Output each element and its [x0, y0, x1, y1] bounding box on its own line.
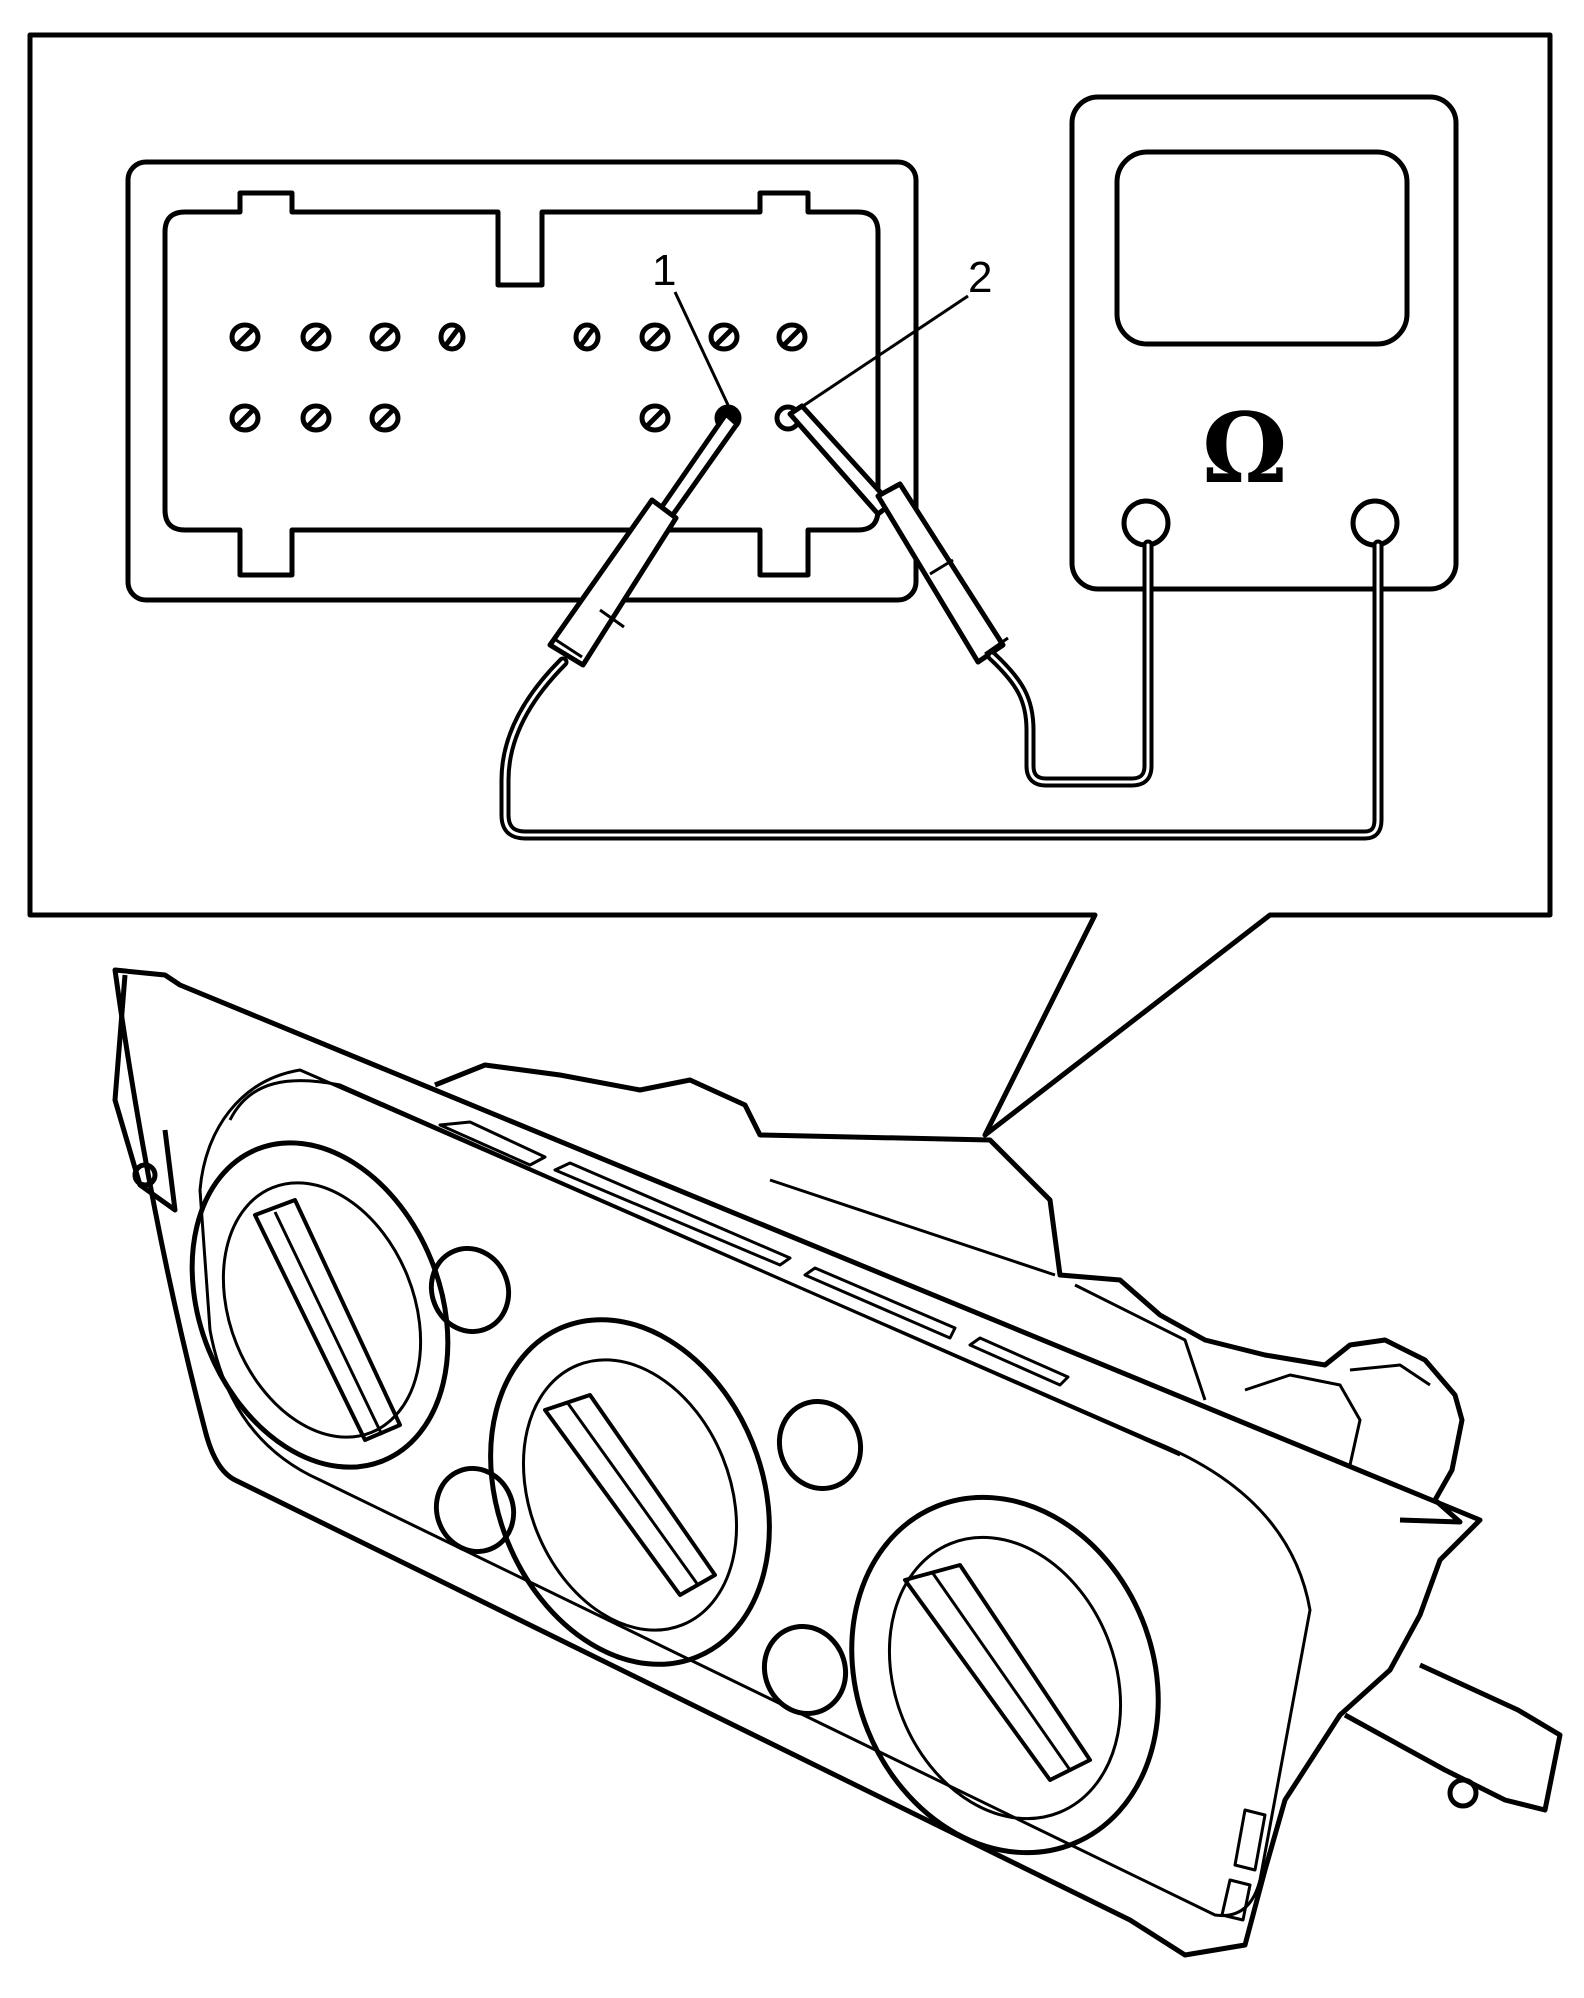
meter-display	[1114, 149, 1410, 347]
module-rear-housing	[434, 1062, 1465, 1525]
dial-right	[849, 1494, 1161, 1856]
rotary-knob-icon	[903, 1563, 1092, 1782]
dial-center	[488, 1317, 772, 1667]
module-right-bracket	[1343, 1662, 1563, 1813]
test-probe-right	[787, 403, 1009, 665]
pin-cavity	[438, 322, 466, 352]
module-front-bezel	[112, 967, 1483, 1958]
callout-label-2: 2	[968, 253, 992, 302]
callout-frame	[27, 32, 1553, 1138]
rotary-knob-icon	[543, 1393, 717, 1597]
round-button	[428, 1246, 512, 1334]
dial-left	[189, 1140, 451, 1470]
pin-cavity	[369, 403, 401, 433]
test-probe-left	[547, 411, 740, 668]
round-button	[776, 1399, 864, 1491]
test-leads-inner	[503, 543, 1380, 837]
module-left-bracket	[112, 974, 178, 1213]
ohm-symbol: Ω	[1202, 392, 1287, 505]
pin-cavity	[776, 322, 808, 352]
pin-cavity	[300, 322, 332, 352]
ohmmeter	[1069, 94, 1459, 592]
pin-cavity	[639, 403, 671, 433]
callout-leaders	[673, 291, 969, 410]
pin-cavity	[229, 322, 261, 352]
pin-cavity	[639, 322, 671, 352]
mounting-hole-icon	[1447, 1777, 1479, 1809]
connector-housing	[125, 159, 919, 603]
callout-label-1: 1	[652, 246, 676, 295]
pin-cavity	[573, 322, 601, 352]
ohmmeter-icon	[1069, 94, 1459, 592]
pin-cavity	[229, 403, 261, 433]
rotary-knob-icon	[253, 1198, 402, 1442]
round-button	[433, 1466, 517, 1554]
pin-cavity	[300, 403, 332, 433]
pin-cavity	[708, 322, 740, 352]
round-button	[761, 1624, 849, 1716]
hvac-control-module	[112, 967, 1563, 1958]
pin-cavity	[369, 322, 401, 352]
